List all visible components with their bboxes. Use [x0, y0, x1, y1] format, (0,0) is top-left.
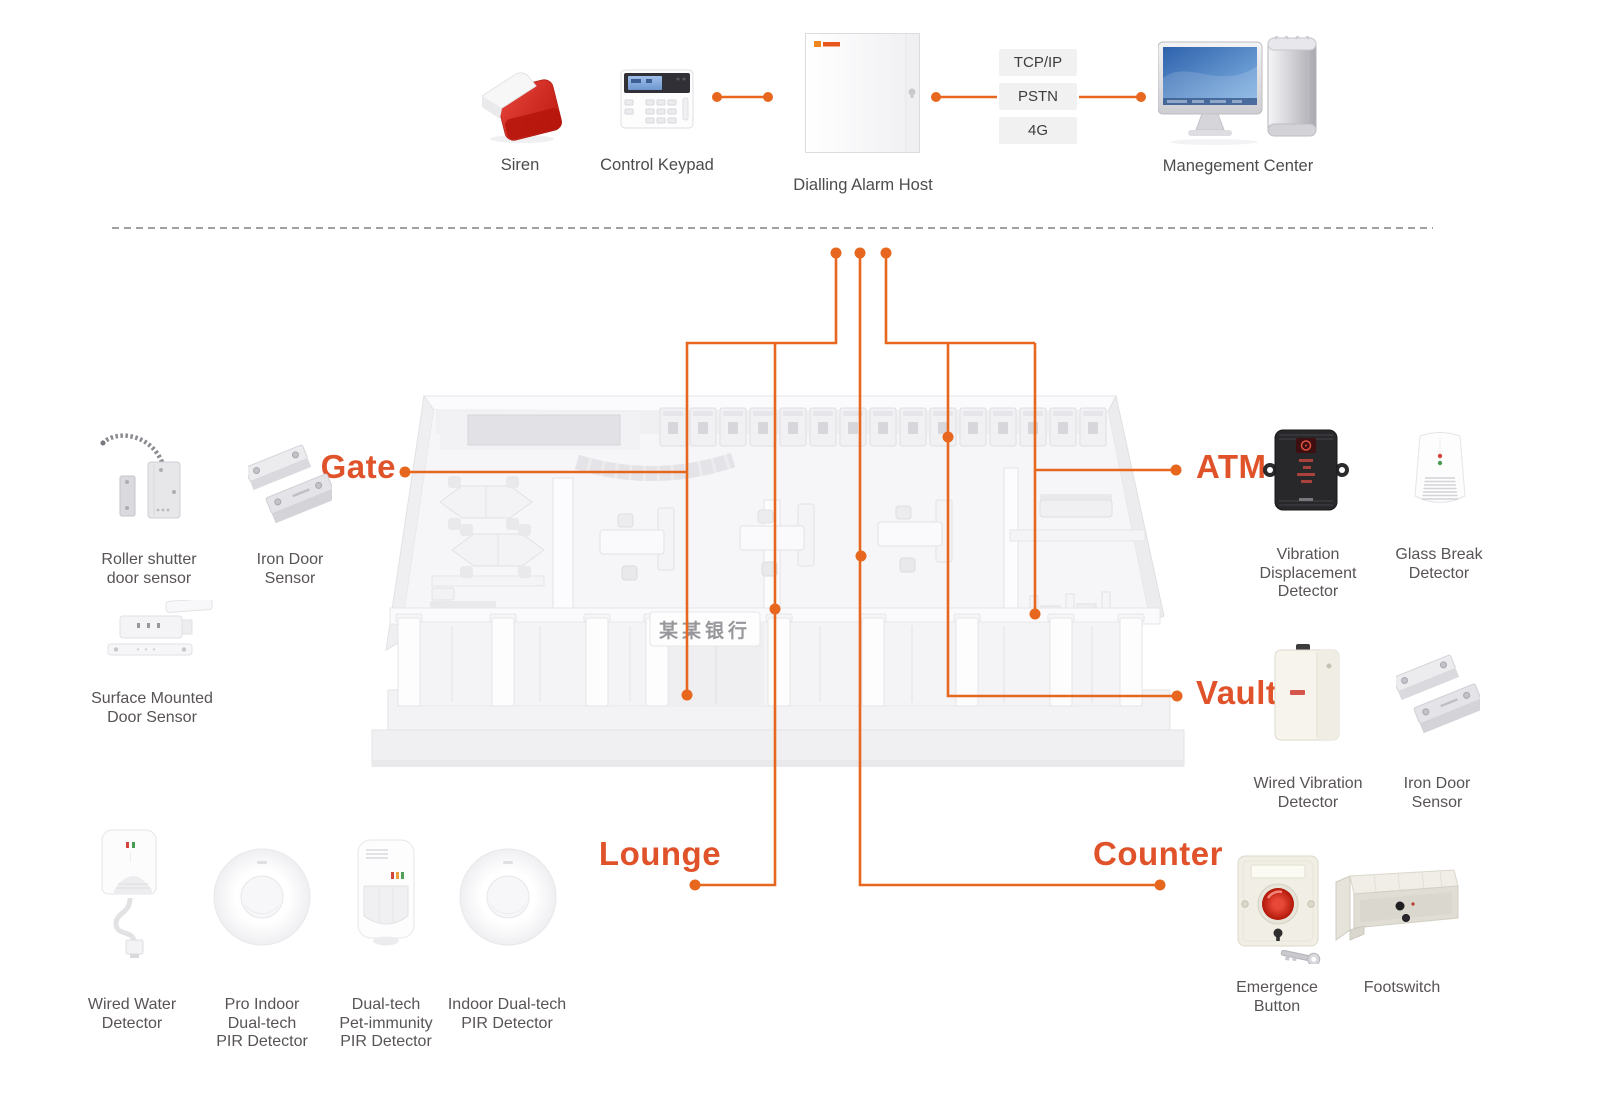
- host-brand-mark: [814, 41, 840, 47]
- protocol-pstn-box: PSTN: [999, 83, 1077, 110]
- vibration-displacement-image: [1263, 428, 1349, 512]
- zone-connector-lines: [405, 253, 1177, 887]
- management-computer-image: [1158, 36, 1320, 148]
- keypad-label: Control Keypad: [600, 156, 714, 174]
- glass-break-detector-image: [1410, 430, 1470, 512]
- footswitch-label: Footswitch: [1363, 979, 1441, 996]
- alarm-host-image: [805, 33, 920, 153]
- zone-connector-dots: [399, 247, 1183, 891]
- iron-door-sensor-left-image: [248, 438, 332, 530]
- key-icon: [1280, 949, 1321, 964]
- pro-indoor-pir-image: [212, 847, 312, 947]
- pet-immunity-pir-image: [354, 838, 418, 948]
- wired-water-detector-image: [100, 826, 166, 958]
- wired-vibration-detector-image: [1272, 644, 1342, 744]
- zone-label-lounge: Lounge: [598, 835, 722, 872]
- emergence-button-image: [1226, 852, 1330, 964]
- roller-shutter-sensor-image: [90, 428, 200, 528]
- siren-image: [476, 62, 564, 144]
- top-connector-dots: [712, 92, 1146, 102]
- footswitch-image: [1334, 856, 1460, 944]
- zone-label-gate: Gate: [320, 448, 396, 485]
- protocol-tcpip-box: TCP/IP: [999, 49, 1077, 76]
- management-label: Manegement Center: [1162, 157, 1314, 175]
- siren-label: Siren: [500, 156, 540, 174]
- alarm-host-label: Dialling Alarm Host: [793, 176, 933, 194]
- zone-label-counter: Counter: [1093, 835, 1223, 872]
- bank-sign: 某某银行: [649, 611, 761, 647]
- zone-label-vault: Vault: [1196, 674, 1278, 711]
- indoor-dual-pir-image: [458, 847, 558, 947]
- bank-building-model: 某某银行: [371, 394, 1185, 767]
- zone-label-atm: ATM: [1196, 448, 1267, 485]
- protocol-4g-box: 4G: [999, 117, 1077, 144]
- control-keypad-image: [620, 68, 694, 130]
- surface-mounted-sensor-image: [100, 600, 215, 662]
- svg-text:某某银行: 某某银行: [659, 619, 751, 642]
- iron-door-sensor-right-image: [1396, 648, 1480, 740]
